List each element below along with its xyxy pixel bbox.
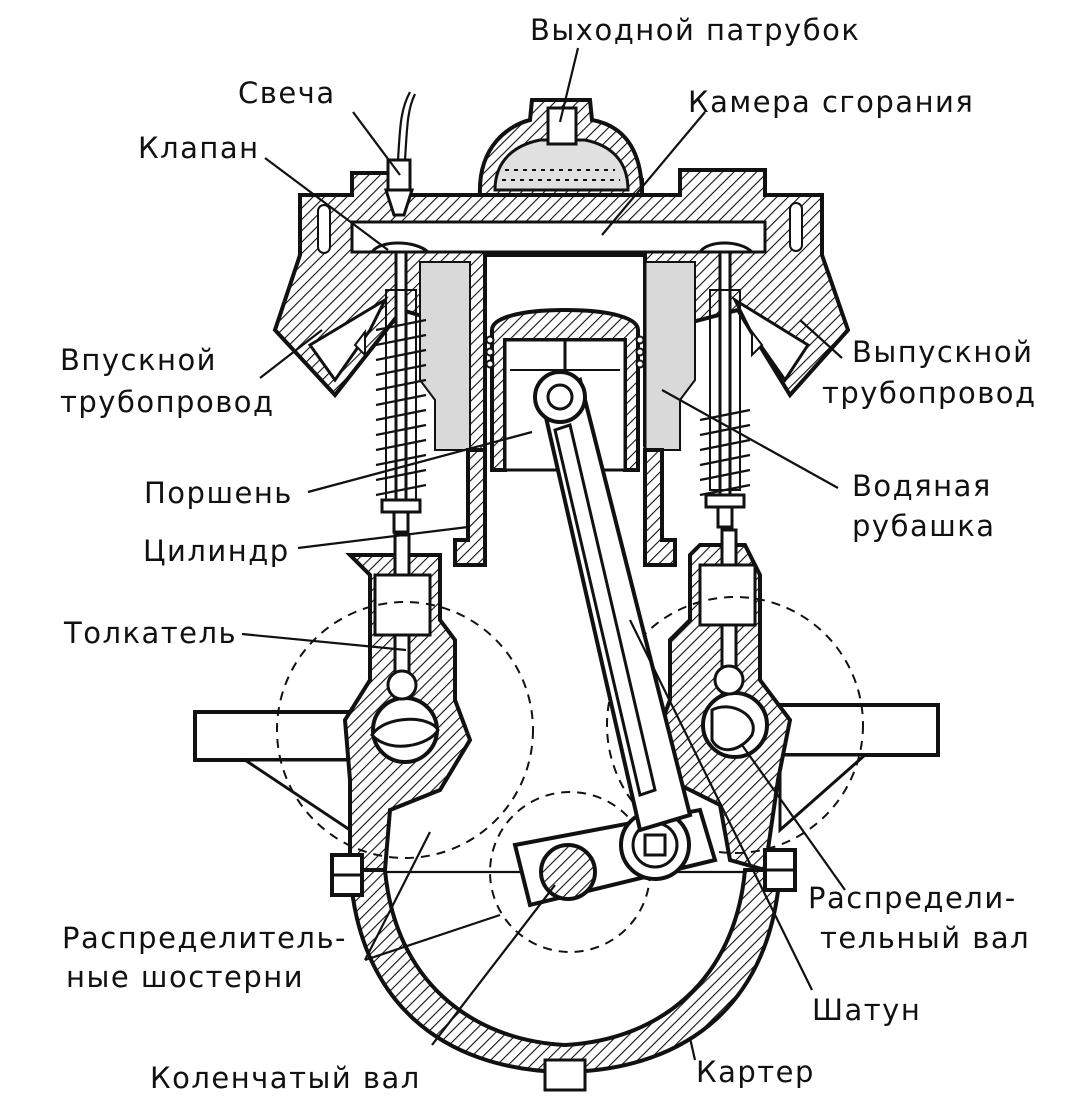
right-tappet: [698, 528, 757, 751]
label-water-jacket-2: рубашка: [852, 509, 996, 543]
label-crankcase: Картер: [696, 1055, 815, 1089]
label-piston: Поршень: [144, 476, 293, 510]
label-connecting-rod: Шатун: [812, 993, 921, 1027]
exhaust-valve-assembly: [697, 241, 756, 529]
labels: Выходной патрубок Свеча Камера сгорания …: [60, 13, 1037, 1095]
label-combustion-chamber: Камера сгорания: [688, 85, 974, 119]
connecting-rod: [533, 370, 693, 833]
label-cylinder: Цилиндр: [143, 534, 290, 568]
label-timing-gears-1: Распределитель-: [62, 921, 347, 955]
label-exhaust-manifold-2: трубопровод: [822, 376, 1037, 410]
label-timing-gears-2: ные шостерни: [66, 960, 304, 994]
label-exhaust-manifold-1: Выпускной: [852, 335, 1033, 369]
label-water-jacket-1: Водяная: [852, 469, 992, 503]
intake-valve-assembly: [369, 241, 432, 534]
exhaust-outlet-dome: [477, 98, 645, 197]
cylinder-head: [272, 168, 851, 453]
spark-plug: [383, 91, 416, 217]
label-spark-plug: Свеча: [238, 76, 336, 110]
label-intake-manifold-2: трубопровод: [60, 385, 275, 419]
left-tappet: [370, 533, 440, 748]
cylinder-block: [453, 255, 677, 567]
label-crankshaft: Коленчатый вал: [150, 1061, 421, 1095]
leader-lines: [241, 47, 846, 1061]
label-tappet: Толкатель: [63, 616, 237, 650]
label-exhaust-pipe: Выходной патрубок: [530, 13, 860, 47]
crankshaft: [512, 807, 718, 908]
label-valve: Клапан: [138, 131, 260, 165]
label-camshaft-2: тельный вал: [820, 921, 1030, 955]
label-intake-manifold-1: Впускной: [60, 343, 217, 377]
label-camshaft-1: Распредели-: [808, 881, 1017, 915]
